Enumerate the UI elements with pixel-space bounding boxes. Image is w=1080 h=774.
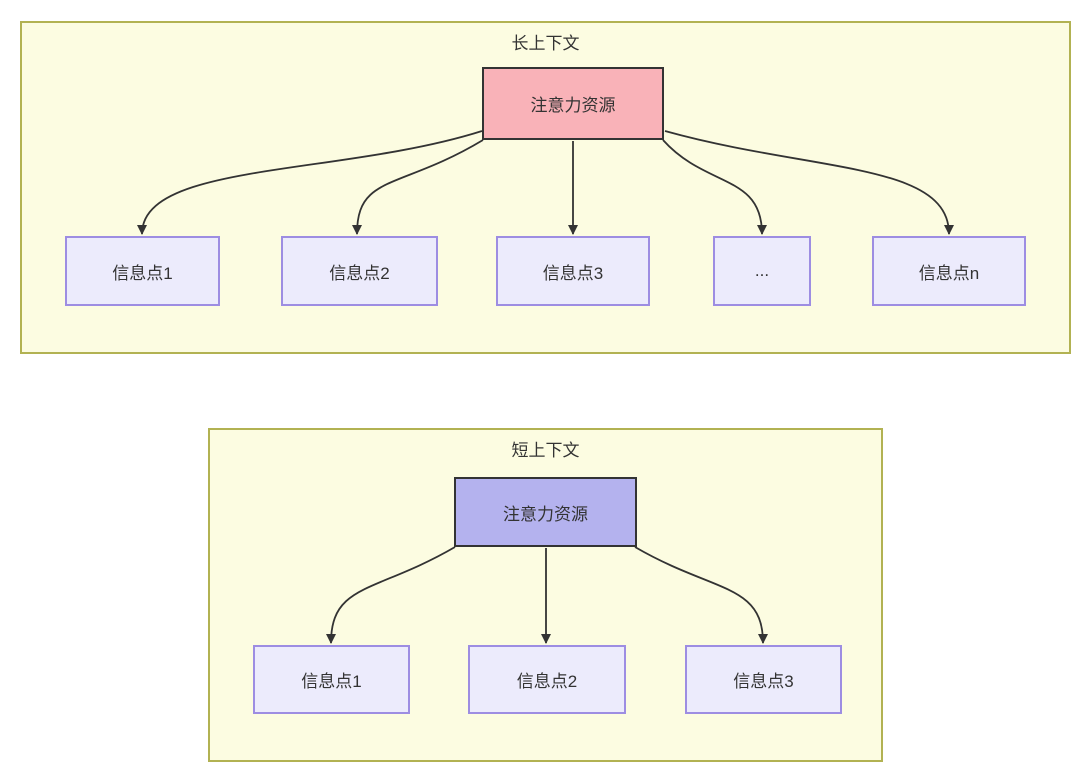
short-context-title: 短上下文 [511,441,580,460]
long-info-point-1-label: 信息点1 [112,263,173,283]
long-info-point-ellipsis: ... [713,236,811,306]
long-info-point-1: 信息点1 [65,236,220,306]
long-context-title: 长上下文 [511,34,580,53]
long-info-point-3-label: 信息点3 [542,263,604,283]
long-info-point-n-label: 信息点n [918,263,980,283]
long-info-point-ellipsis-label: ... [754,261,770,280]
short-attention-box: 注意力资源 [454,477,637,547]
long-info-point-3: 信息点3 [496,236,650,306]
short-info-point-3: 信息点3 [685,645,842,714]
long-info-point-2: 信息点2 [281,236,438,306]
long-info-point-2-label: 信息点2 [329,263,390,283]
long-attention-label: 注意力资源 [530,96,616,115]
long-attention-box: 注意力资源 [482,67,664,140]
short-info-point-3-label: 信息点3 [733,672,794,691]
short-info-point-2-label: 信息点2 [516,672,578,691]
short-info-point-1-label: 信息点1 [301,672,362,691]
short-attention-label: 注意力资源 [503,504,588,524]
short-info-point-2: 信息点2 [468,645,626,714]
short-info-point-1: 信息点1 [253,645,410,714]
long-info-point-n: 信息点n [872,236,1026,306]
